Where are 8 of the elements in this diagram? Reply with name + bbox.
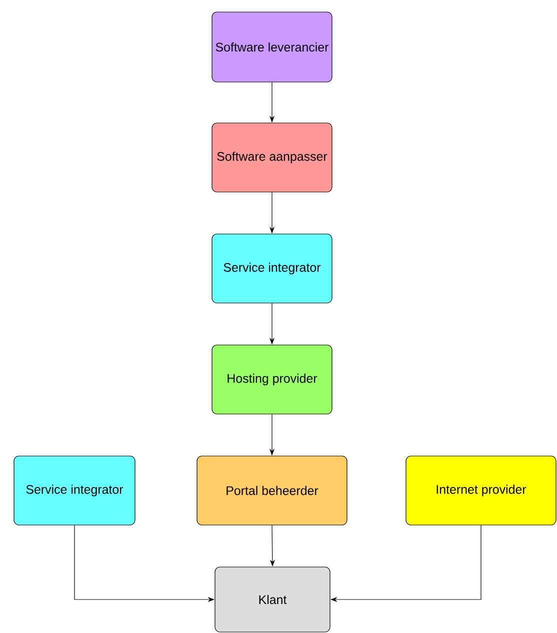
process-box: Internet provider (406, 456, 556, 526)
process-box: Klant (214, 566, 330, 632)
process-box: Hosting provider (212, 344, 332, 414)
process-box: Portal beheerder (196, 456, 348, 526)
process-box: Software aanpasser (212, 122, 332, 192)
process-box: Service integrator (14, 456, 136, 526)
process-box: Software leverancier (212, 12, 332, 82)
process-box: Service integrator (212, 234, 332, 304)
